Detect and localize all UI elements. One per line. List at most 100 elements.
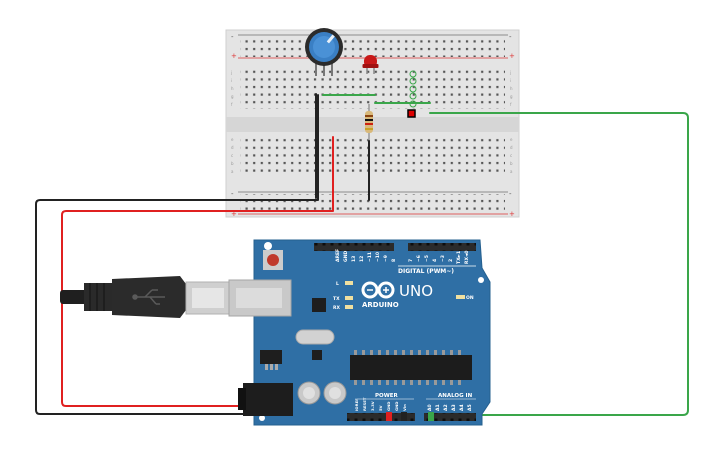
pin-label-11: ~11 bbox=[367, 252, 373, 262]
row-letter: d bbox=[231, 145, 234, 150]
row-letter: a bbox=[231, 169, 234, 174]
power-header[interactable] bbox=[347, 413, 415, 421]
power-header-title: POWER bbox=[375, 393, 399, 399]
analog-pin-labels: A0 A1 A2 A3 A4 A5 bbox=[427, 404, 473, 411]
pin-label-10: ~10 bbox=[375, 252, 381, 262]
wires bbox=[35, 93, 689, 419]
resistor-band bbox=[365, 123, 373, 125]
row-letter: f bbox=[510, 102, 512, 107]
wire-end-a0 bbox=[428, 412, 434, 421]
row-letter: j bbox=[509, 70, 511, 75]
pin-label-a5: A5 bbox=[467, 404, 473, 411]
pin-label-12: 12 bbox=[359, 256, 365, 262]
row-letter: c bbox=[510, 153, 512, 158]
dc-power-jack bbox=[243, 383, 293, 416]
pin-label-a4: A4 bbox=[459, 404, 465, 411]
resistor-band bbox=[365, 115, 373, 117]
row-letter: e bbox=[231, 137, 234, 142]
power-led-label: ON bbox=[466, 295, 474, 301]
row-letters-top: j i h g f bbox=[230, 70, 234, 107]
pin-label-rx0: RX◄0 bbox=[464, 250, 470, 264]
row-letter: j bbox=[230, 70, 232, 75]
highlighted-column bbox=[409, 70, 417, 108]
pin-label-gnd: GND bbox=[343, 251, 349, 262]
grid-bottom bbox=[240, 136, 505, 176]
row-letter: d bbox=[510, 145, 513, 150]
analog-header[interactable] bbox=[424, 413, 476, 421]
power-pin-labels: IOREF RESET 3.3V 5V GND GND Vin bbox=[354, 397, 407, 411]
rail-plus-top-left: + bbox=[231, 52, 237, 60]
wire-black-gnd[interactable] bbox=[35, 94, 405, 419]
pin-label-ioref: IOREF bbox=[354, 398, 359, 411]
resistor-band bbox=[365, 128, 373, 130]
power-led bbox=[456, 295, 465, 299]
led-label-rx: RX bbox=[333, 305, 340, 311]
pin-label-4: 4 bbox=[432, 259, 438, 262]
potentiometer[interactable] bbox=[305, 28, 343, 76]
rail-plus-bottom-right: + bbox=[509, 210, 515, 218]
row-letter: g bbox=[510, 94, 513, 99]
row-letter: c bbox=[231, 153, 233, 158]
digital-header-right[interactable] bbox=[408, 243, 476, 251]
pin-label-7: 7 bbox=[408, 259, 414, 262]
pin-label-aref: AREF bbox=[335, 249, 341, 262]
resistor-band bbox=[365, 119, 373, 121]
pin-label-2: 2 bbox=[448, 259, 454, 262]
row-letter: i bbox=[231, 78, 232, 83]
pin-label-3v3: 3.3V bbox=[370, 401, 375, 411]
pin-label-reset: RESET bbox=[362, 397, 367, 411]
crystal bbox=[295, 329, 335, 345]
wire-red-5v[interactable] bbox=[61, 136, 390, 419]
pin-label-a2: A2 bbox=[443, 404, 449, 411]
onboard-leds: L TX RX bbox=[333, 281, 353, 311]
pot-indicator bbox=[326, 34, 335, 44]
row-letter: h bbox=[231, 86, 234, 91]
rail-minus-bottom-right: - bbox=[509, 190, 512, 198]
selected-hole[interactable] bbox=[407, 109, 416, 118]
brand-name: ARDUINO bbox=[362, 301, 399, 309]
chip-pins bbox=[354, 350, 461, 385]
pin-label-13: 13 bbox=[351, 256, 357, 262]
usb-icon bbox=[132, 289, 165, 305]
row-letter: b bbox=[510, 161, 513, 166]
led-red[interactable] bbox=[362, 55, 379, 74]
arduino-uno[interactable]: AREF GND 13 12 ~11 ~10 ~9 8 7 ~6 ~5 4 ~3… bbox=[228, 239, 491, 426]
row-letter: b bbox=[231, 161, 234, 166]
usb-chip bbox=[312, 298, 326, 312]
row-letter: i bbox=[510, 78, 511, 83]
digital-header-title: DIGITAL (PWM~) bbox=[398, 268, 454, 275]
small-chip bbox=[312, 350, 322, 360]
led-rim bbox=[362, 64, 379, 68]
usb-cable[interactable] bbox=[60, 276, 231, 318]
row-letter: f bbox=[231, 102, 233, 107]
pin-label-vin: Vin bbox=[402, 404, 407, 411]
resistor[interactable] bbox=[365, 104, 373, 141]
row-letters-bottom-right: e d c b a bbox=[510, 137, 513, 174]
voltage-regulator bbox=[260, 350, 282, 364]
pin-label-5: ~5 bbox=[424, 255, 430, 262]
led-label-l: L bbox=[336, 281, 339, 287]
pin-label-5v: 5V bbox=[378, 405, 383, 411]
row-letters-top-right: j i h g f bbox=[509, 70, 513, 107]
row-letter: h bbox=[510, 86, 513, 91]
pin-label-gnd: GND bbox=[386, 402, 391, 411]
pin-label-tx1: TX►1 bbox=[456, 251, 462, 264]
model-name: UNO bbox=[399, 282, 433, 300]
usb-ribs bbox=[84, 283, 114, 311]
pin-label-6: ~6 bbox=[416, 255, 422, 262]
atmega-chip bbox=[350, 355, 472, 380]
wire-green-a0[interactable] bbox=[429, 112, 689, 416]
rail-minus-bottom-left: - bbox=[231, 190, 234, 198]
rail-minus-top-right: - bbox=[509, 33, 512, 41]
pin-label-a0: A0 bbox=[427, 404, 433, 411]
top-rail-area bbox=[240, 37, 505, 57]
row-letter: g bbox=[231, 94, 234, 99]
pin-label-9: ~9 bbox=[383, 255, 389, 262]
row-letter: e bbox=[510, 137, 513, 142]
row-letters-bottom: e d c b a bbox=[231, 137, 234, 174]
digital-header-left[interactable] bbox=[314, 243, 394, 251]
analog-header-title: ANALOG IN bbox=[438, 393, 473, 399]
pin-label-gnd: GND bbox=[394, 402, 399, 411]
wire-end-5v bbox=[386, 412, 392, 421]
